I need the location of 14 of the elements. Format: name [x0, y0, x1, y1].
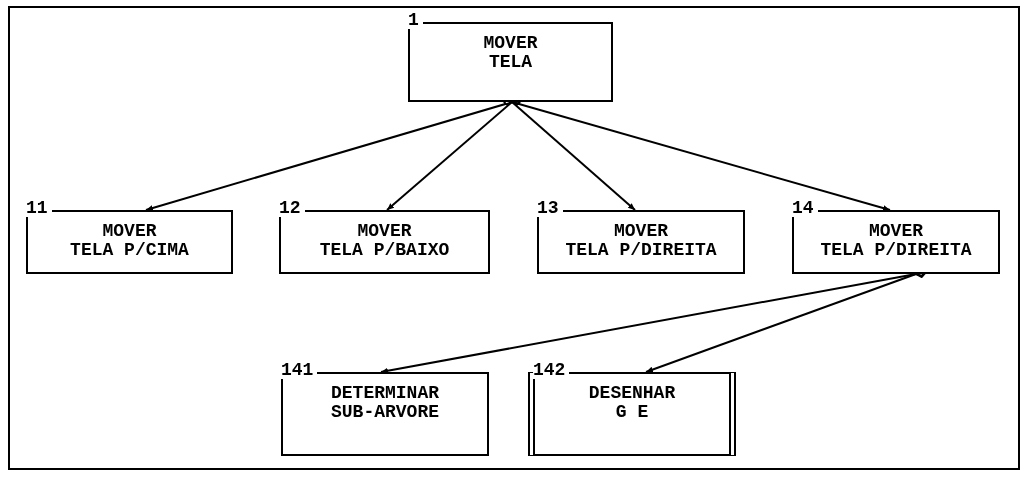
module-number: 12: [279, 199, 305, 217]
module-label: MOVER TELA P/DIREITA: [564, 222, 718, 260]
module-number: 13: [537, 199, 563, 217]
module-label: DESENHAR G E: [587, 384, 677, 422]
module-number: 14: [792, 199, 818, 217]
module-label: MOVER TELA P/BAIXO: [318, 222, 451, 260]
module-label: DETERMINAR SUB-ARVORE: [330, 384, 440, 422]
module-label: MOVER TELA P/CIMA: [69, 222, 190, 260]
module-number: 1: [408, 11, 423, 29]
module-number: 142: [533, 361, 570, 379]
module-label: MOVER TELA P/DIREITA: [819, 222, 973, 260]
module-number: 11: [26, 199, 52, 217]
module-number: 141: [281, 361, 318, 379]
module-label: MOVER TELA: [482, 34, 539, 72]
